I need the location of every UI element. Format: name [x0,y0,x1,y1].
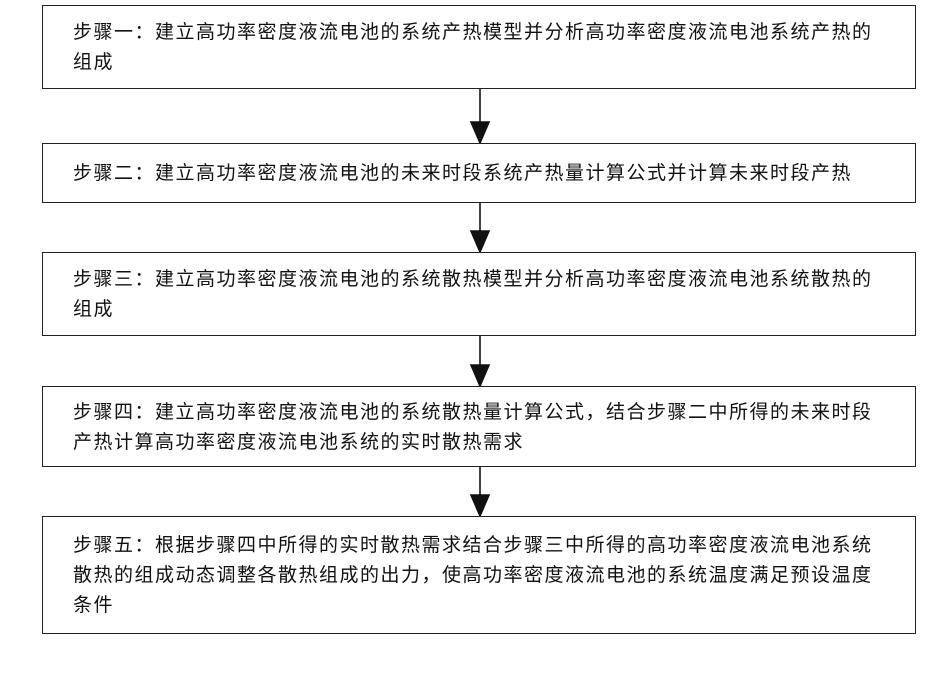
arrow-head-4 [471,495,489,516]
step-5-box: 步骤五：根据步骤四中所得的实时散热需求结合步骤三中所得的高功率密度液流电池系统散… [42,516,916,634]
step-4-text: 步骤四：建立高功率密度液流电池的系统散热量计算公式，结合步骤二中所得的未来时段产… [73,397,889,457]
step-2-box: 步骤二：建立高功率密度液流电池的未来时段系统产热量计算公式并计算未来时段产热 [42,143,916,203]
step-3-box: 步骤三：建立高功率密度液流电池的系统散热模型并分析高功率密度液流电池系统散热的组… [42,252,916,336]
step-3-text: 步骤三：建立高功率密度液流电池的系统散热模型并分析高功率密度液流电池系统散热的组… [73,264,889,324]
step-1-text: 步骤一：建立高功率密度液流电池的系统产热模型并分析高功率密度液流电池系统产热的组… [73,17,889,77]
step-2-text: 步骤二：建立高功率密度液流电池的未来时段系统产热量计算公式并计算未来时段产热 [73,158,852,188]
arrow-head-1 [471,122,489,143]
step-1-box: 步骤一：建立高功率密度液流电池的系统产热模型并分析高功率密度液流电池系统产热的组… [42,5,916,89]
arrow-head-2 [471,231,489,252]
arrow-head-3 [471,365,489,386]
step-4-box: 步骤四：建立高功率密度液流电池的系统散热量计算公式，结合步骤二中所得的未来时段产… [42,386,916,467]
step-5-text: 步骤五：根据步骤四中所得的实时散热需求结合步骤三中所得的高功率密度液流电池系统散… [73,530,889,620]
